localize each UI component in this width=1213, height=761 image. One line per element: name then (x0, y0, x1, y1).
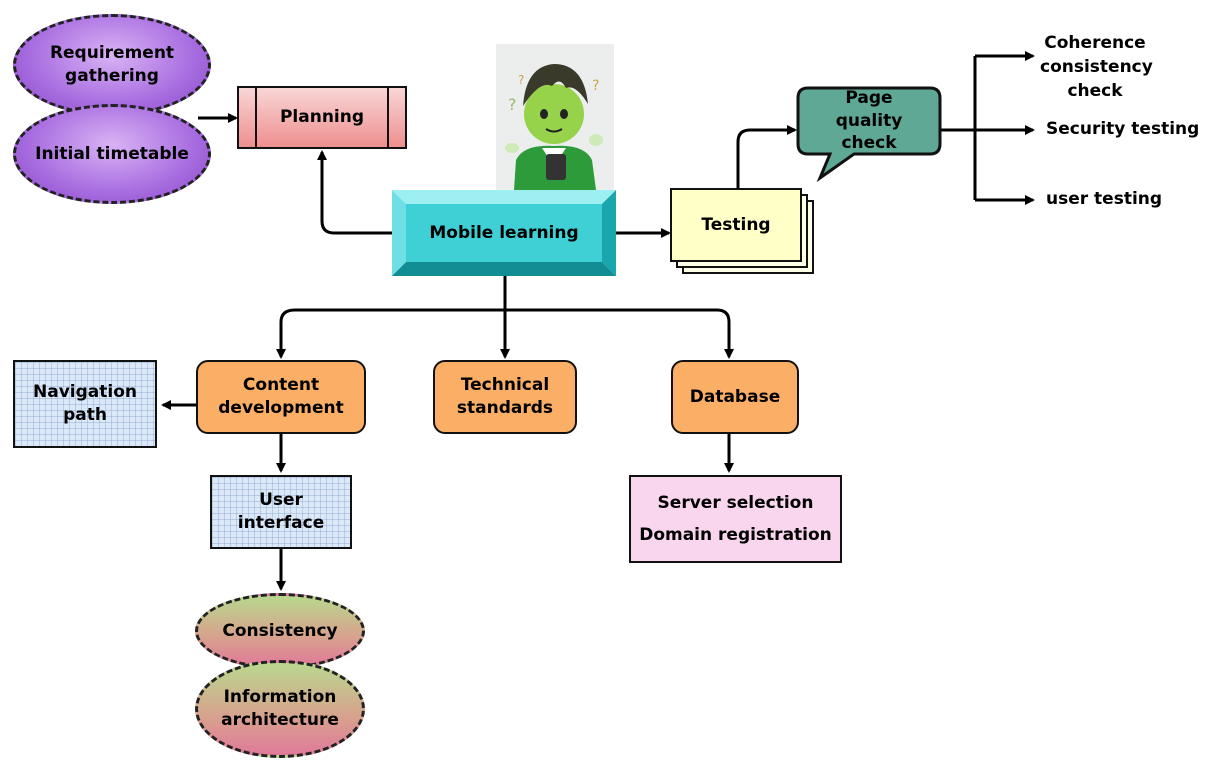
arrow-to-coherence (973, 56, 1033, 68)
bevel-frame (392, 190, 616, 276)
database-label: Database (689, 386, 781, 407)
coherence-check-label: Coherence consistency check (1040, 33, 1153, 101)
database-node: Database (671, 360, 799, 434)
line-branches-bar (295, 308, 731, 323)
initial-timetable-node: Initial timetable (13, 104, 211, 204)
arrow-testing-to-quality (736, 125, 797, 188)
mobile-learning-text-box: Mobile learning (406, 204, 602, 262)
user-interface-label: User interface (237, 490, 325, 533)
page-quality-bubble (796, 86, 942, 182)
testing-stack: Testing (670, 188, 816, 276)
arrow-mobile-to-planning (317, 150, 392, 235)
security-testing-label: Security testing (1046, 119, 1200, 139)
navigation-path-node: Navigation path (13, 360, 157, 448)
information-architecture-node: Information architecture (195, 660, 365, 758)
initial-timetable-label: Initial timetable (35, 143, 189, 164)
page-quality-label: Page quality check (835, 87, 903, 154)
user-testing-text: user testing (1046, 188, 1162, 212)
testing-label: Testing (701, 214, 771, 235)
technical-standards-node: Technical standards (433, 360, 577, 434)
page-quality-node: Page quality check (798, 88, 940, 154)
testing-node: Testing (670, 188, 802, 262)
content-development-label: Content development (218, 375, 344, 418)
consistency-node: Consistency (195, 593, 365, 669)
svg-text:?: ? (508, 95, 517, 114)
coherence-check-text: Coherence consistency check (1040, 32, 1153, 103)
information-architecture-label: Information architecture (221, 687, 339, 730)
user-testing-label: user testing (1046, 189, 1163, 209)
svg-text:?: ? (518, 73, 524, 87)
requirement-gathering-node: Requirement gathering (13, 14, 211, 116)
svg-text:?: ? (592, 78, 599, 94)
content-development-node: Content development (196, 360, 366, 434)
domain-registration-label: Domain registration (639, 525, 832, 545)
server-selection-label: Server selection (657, 492, 814, 513)
planning-node: Planning (237, 86, 407, 149)
navigation-path-label: Navigation path (33, 382, 137, 425)
planning-label: Planning (279, 107, 365, 128)
arrow-to-content (276, 308, 296, 359)
mobile-learning-label: Mobile learning (429, 222, 579, 243)
technical-standards-label: Technical standards (456, 375, 554, 418)
requirement-gathering-label: Requirement gathering (49, 43, 175, 86)
student-illustration: ? ? ? (496, 44, 614, 190)
mobile-learning-node: Mobile learning (392, 190, 616, 276)
server-domain-node: Server selection Domain registration (629, 475, 842, 563)
security-testing-text: Security testing (1046, 118, 1199, 142)
user-interface-node: User interface (210, 475, 352, 549)
consistency-label: Consistency (222, 620, 338, 641)
